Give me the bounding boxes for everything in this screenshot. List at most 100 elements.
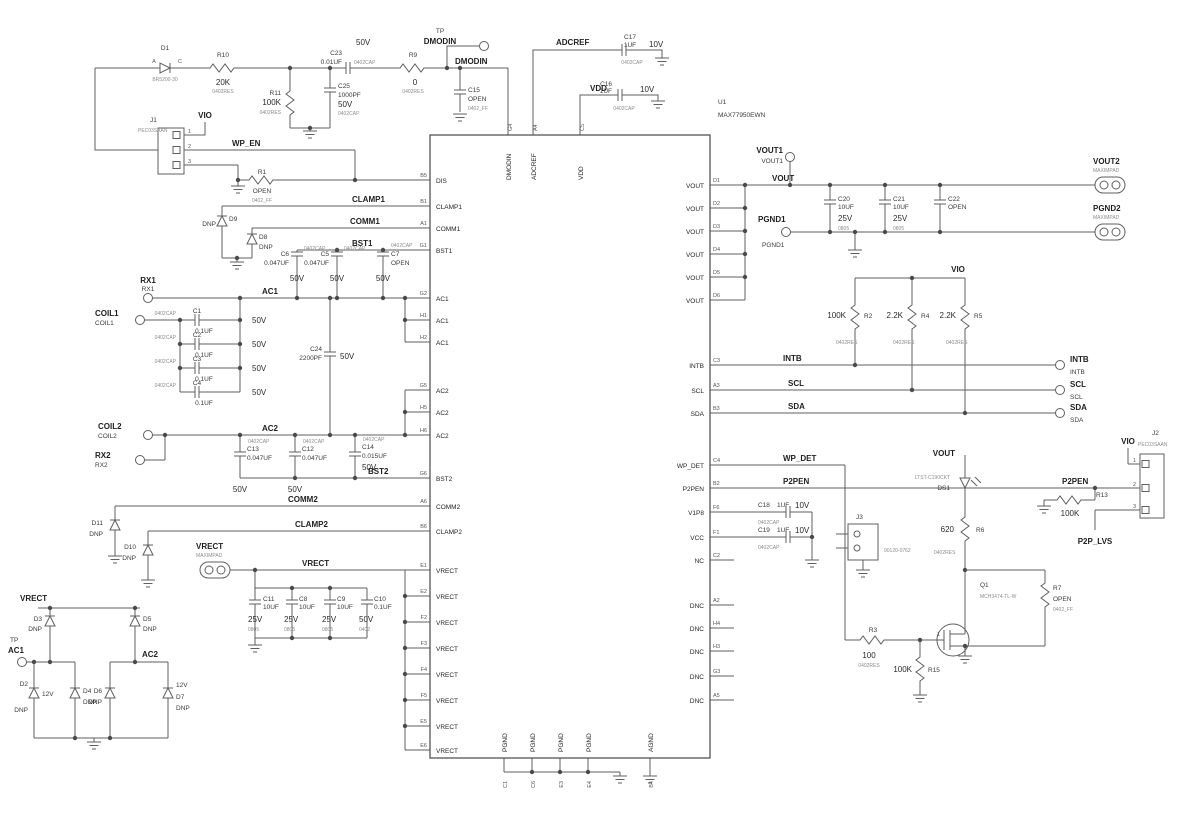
rx1-pad — [143, 293, 153, 303]
j1-connector — [157, 127, 185, 175]
net-scl: SCL — [788, 379, 804, 388]
d9-value: DNP — [202, 221, 216, 228]
c1-fp: 0402CAP — [155, 311, 177, 317]
j2-pin3-num: 3 — [1133, 504, 1136, 510]
r11-value: 100K — [262, 98, 281, 107]
c24-value: 2200PF — [299, 355, 322, 362]
pin-name: AC2 — [436, 410, 449, 417]
j2-pin2-contact — [1141, 484, 1150, 492]
c19-volt: 10V — [795, 526, 810, 535]
pin-name: PGND — [586, 733, 593, 752]
symbols — [17, 41, 1165, 699]
c23-value: 0.01UF — [321, 59, 342, 66]
pin-num: H5 — [420, 405, 427, 411]
dmodin-testpoint — [479, 41, 489, 51]
c12-fp: 0402CAP — [303, 439, 325, 445]
c20-volt: 25V — [838, 214, 853, 223]
coil1-pad — [135, 315, 145, 325]
pin-name: VRECT — [436, 724, 458, 731]
net-ac2: AC2 — [262, 424, 279, 433]
rx2-pad — [135, 455, 145, 465]
c12-value: 0.047UF — [302, 455, 327, 462]
d6-ref: D6 — [94, 688, 103, 695]
r2-fp: 0402RES — [836, 340, 858, 346]
net-ac2-tvs: AC2 — [142, 650, 159, 659]
pin-name: VRECT — [436, 568, 458, 575]
net-pgnd1-pad: PGND1 — [762, 242, 785, 249]
pin-name: DNC — [690, 698, 704, 705]
d7-value: DNP — [176, 705, 190, 712]
u1-pin-names: DIS CLAMP1 COMM1 BST1 AC1 AC1 AC1 AC2 AC… — [436, 153, 705, 755]
sda-pad — [1055, 408, 1065, 418]
j2-part: PEC03SAAN — [1138, 442, 1168, 448]
c20-value: 10UF — [838, 204, 854, 211]
pin-num: D6 — [713, 293, 720, 299]
c6-fp: 0402CAP — [304, 246, 326, 252]
pin-num: E6 — [420, 743, 427, 749]
c11-volt: 25V — [248, 615, 263, 624]
q1-mosfet-bars — [943, 630, 951, 650]
net-vio-j1: VIO — [198, 111, 212, 120]
d4-value: DNP — [83, 699, 97, 706]
pin-num: H1 — [420, 313, 427, 319]
c15-ref: C15 — [468, 87, 480, 94]
c14-fp: 0402CAP — [363, 437, 385, 443]
c17-ref: C17 — [624, 34, 636, 41]
r15-value: 100K — [893, 665, 912, 674]
r4-fp: 0402RES — [893, 340, 915, 346]
c4-fp: 0402CAP — [155, 383, 177, 389]
pin-name: CLAMP2 — [436, 529, 462, 536]
r10-fp: 0402RES — [212, 89, 234, 95]
c4-volt: 50V — [252, 388, 267, 397]
c8-value: 10UF — [299, 604, 315, 611]
c8-volt: 25V — [284, 615, 299, 624]
j1-pin1-num: 1 — [188, 129, 191, 135]
pin-name: DIS — [436, 178, 448, 185]
net-rx1-pad: RX1 — [142, 286, 155, 293]
pin-num: H6 — [420, 428, 427, 434]
pgnd2-maximpad-label: MAXIMPAD — [1093, 215, 1120, 221]
d10-ref: D10 — [124, 544, 136, 551]
coil2-pad — [143, 430, 153, 440]
j2-pin2-num: 2 — [1133, 482, 1136, 488]
pin-num: F5 — [421, 693, 427, 699]
pin-num: C5 — [580, 124, 586, 131]
c12-volt: 50V — [288, 485, 303, 494]
r3-fp: 0402RES — [858, 663, 880, 669]
c11-ref: C11 — [263, 596, 275, 603]
c13-value: 0.047UF — [247, 455, 272, 462]
pin-num: F3 — [421, 641, 427, 647]
pin-num: C6 — [531, 781, 537, 788]
c8-fp: 0805 — [284, 627, 295, 633]
d8-ref: D8 — [259, 234, 268, 241]
pin-name: VDD — [578, 166, 585, 180]
j2-pin1-contact — [1141, 460, 1150, 468]
c25-fp: 0402CAP — [338, 111, 360, 117]
wires-comm2-clamp2 — [114, 505, 430, 580]
r4-ref: R4 — [921, 313, 930, 320]
c18-value: 1UF — [777, 502, 789, 509]
pin-num: A5 — [713, 693, 720, 699]
c5-value: 0.047UF — [304, 260, 329, 267]
pin-name: CLAMP1 — [436, 204, 462, 211]
vout1-testpoint — [785, 152, 795, 162]
d1-part: BR5200-30 — [152, 77, 178, 83]
r13-ref: R13 — [1096, 492, 1108, 499]
c11-fp: 0805 — [248, 627, 259, 633]
pin-num: G5 — [420, 383, 427, 389]
pin-name: COMM2 — [436, 504, 461, 511]
net-pgnd2: PGND2 — [1093, 204, 1121, 213]
pin-num: E1 — [420, 563, 427, 569]
r7-ref: R7 — [1053, 585, 1062, 592]
pin-num: D3 — [713, 224, 720, 230]
d2-value: DNP — [14, 707, 28, 714]
r15-ref: R15 — [928, 667, 940, 674]
j3-pin1-contact — [853, 530, 861, 538]
net-clamp1: CLAMP1 — [352, 195, 385, 204]
net-bst2: BST2 — [368, 467, 389, 476]
c2-ref: C2 — [193, 332, 202, 339]
c15-fp: 0402_FF — [468, 106, 488, 112]
d2-volt: 12V — [42, 691, 54, 698]
vrect-maximpad-label: MAXIMPAD — [196, 553, 223, 559]
pin-name: VOUT — [686, 183, 704, 190]
